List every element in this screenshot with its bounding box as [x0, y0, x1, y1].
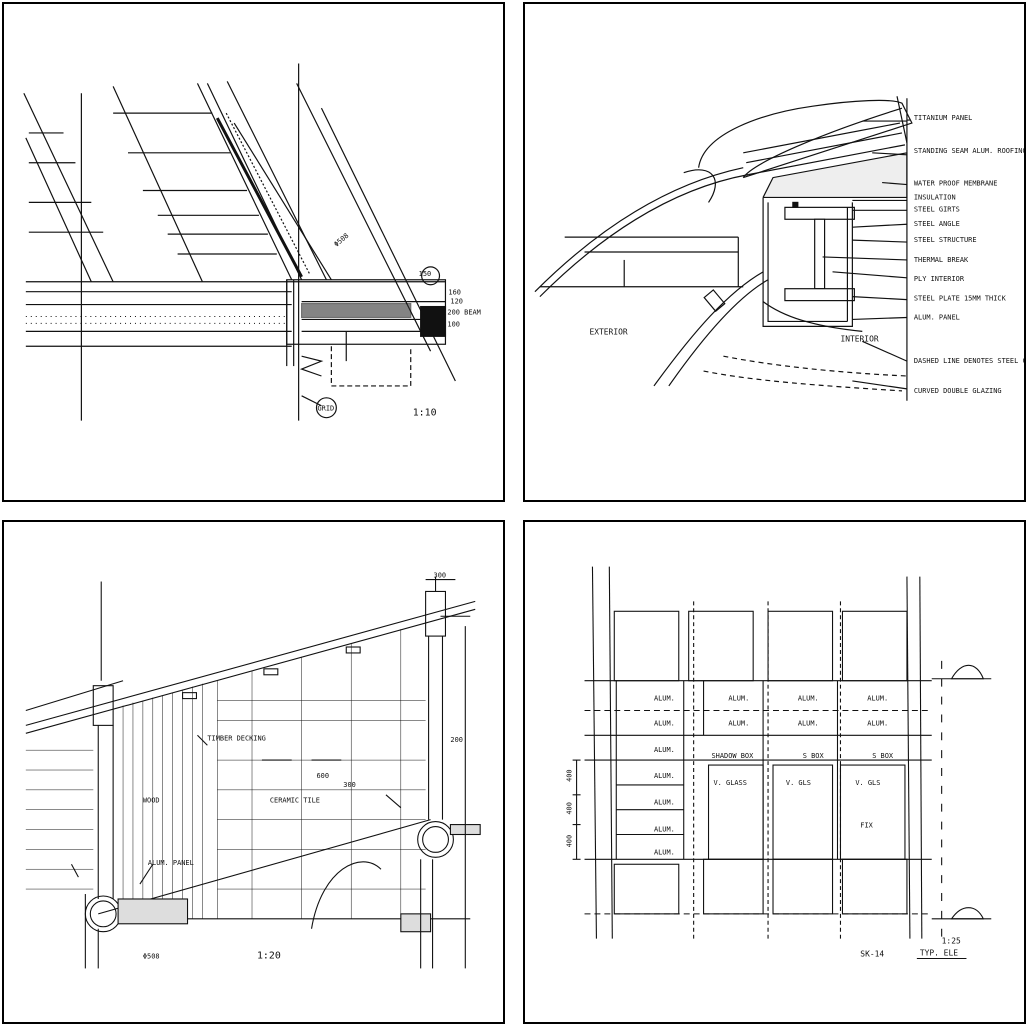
alum-label-11: ALUM. [654, 799, 675, 807]
scale-label: 1:20 [257, 951, 281, 962]
diameter-508: Φ508 [143, 953, 160, 961]
typical-elevation-label: TYP. ELE [920, 949, 958, 958]
sbox-label-1: S BOX [803, 752, 825, 760]
dim-600: 600 [316, 772, 329, 780]
detail-panel-roof-section: TIMBER DECKING WOOD CERAMIC TILE ALUM. P… [2, 520, 505, 1024]
timber-decking-label: TIMBER DECKING [207, 734, 265, 742]
callout-ply-interior: PLY INTERIOR [914, 275, 965, 283]
detail-panel-wall-section: 160 120 200 BEAM 100 150 Φ508 GRID 1:10 [2, 2, 505, 502]
callout-standing-seam: STANDING SEAM ALUM. ROOFING PANEL [914, 147, 1024, 155]
alum-panel-label: ALUM. PANEL [148, 859, 194, 867]
ceramic-tile-label: CERAMIC TILE [270, 797, 320, 805]
alum-label-4: ALUM. [867, 695, 888, 703]
fix-label: FIX [860, 822, 873, 830]
grid-tag: GRID [317, 405, 334, 413]
callout-waterproof-membrane: WATER PROOF MEMBRANE [914, 180, 998, 188]
sheet-number: SK-14 [860, 950, 884, 959]
alum-label-13: ALUM. [654, 848, 675, 856]
dim-3: 400 [566, 835, 574, 848]
scale-label: 1:25 [942, 937, 961, 946]
vglass-label: V. GLASS [713, 779, 746, 787]
roof-eave-drawing: TITANIUM PANEL STANDING SEAM ALUM. ROOFI… [534, 96, 1024, 401]
alum-label-8: ALUM. [867, 719, 888, 727]
vgls-label-1: V. GLS [786, 779, 811, 787]
callout-steel-girts: STEEL GIRTS [914, 205, 960, 213]
callout-steel-angle: STEEL ANGLE [914, 220, 960, 228]
alum-label-5: ALUM. [654, 719, 675, 727]
callout-titanium-panel: TITANIUM PANEL [914, 114, 972, 122]
roof-section-drawing: TIMBER DECKING WOOD CERAMIC TILE ALUM. P… [25, 572, 481, 969]
alum-label-12: ALUM. [654, 826, 675, 834]
callout-thermal-break: THERMAL BREAK [914, 256, 969, 264]
dim-100: 100 [447, 320, 460, 328]
callout-alum-panel: ALUM. PANEL [914, 313, 960, 321]
dim-160: 160 [448, 289, 461, 297]
dim-300: 300 [343, 781, 356, 789]
callout-insulation: INSULATION [914, 193, 956, 201]
exterior-label: EXTERIOR [589, 327, 627, 336]
sbox-label-2: S BOX [872, 752, 894, 760]
callout-steel-plate: STEEL PLATE 15MM THICK [914, 295, 1007, 303]
wood-label: WOOD [143, 797, 160, 805]
alum-label-2: ALUM. [728, 695, 749, 703]
scale-label: 1:10 [413, 408, 437, 419]
wall-section-drawing: 160 120 200 BEAM 100 150 Φ508 GRID 1:10 [23, 63, 481, 421]
alum-label-7: ALUM. [798, 719, 819, 727]
dim-2: 400 [566, 802, 574, 815]
alum-label-1: ALUM. [654, 695, 675, 703]
callout-dashed-line: DASHED LINE DENOTES STEEL COLUMN BEYOND [914, 357, 1024, 365]
dim-120: 120 [450, 298, 463, 306]
detail-panel-roof-eave: TITANIUM PANEL STANDING SEAM ALUM. ROOFI… [523, 2, 1026, 502]
dim-1: 400 [566, 769, 574, 782]
diameter-508: Φ508 [332, 232, 350, 249]
callout-steel-structure: STEEL STRUCTURE [914, 236, 977, 244]
vgls-label-2: V. GLS [855, 779, 880, 787]
alum-label-6: ALUM. [728, 719, 749, 727]
dim-150: 150 [419, 270, 432, 278]
callout-curved-glazing: CURVED DOUBLE GLAZING [914, 387, 1002, 395]
dim-200-beam: 200 BEAM [447, 308, 480, 316]
detail-panel-elevation: ALUM. ALUM. ALUM. ALUM. ALUM. ALUM. ALUM… [523, 520, 1026, 1024]
dim-top: 300 [434, 572, 447, 580]
elevation-drawing: ALUM. ALUM. ALUM. ALUM. ALUM. ALUM. ALUM… [566, 566, 992, 960]
alum-label-9: ALUM. [654, 746, 675, 754]
alum-label-10: ALUM. [654, 772, 675, 780]
alum-label-3: ALUM. [798, 695, 819, 703]
dim-200: 200 [450, 736, 463, 744]
shadow-box-label: SHADOW BOX [712, 752, 755, 760]
interior-label: INTERIOR [840, 334, 878, 343]
